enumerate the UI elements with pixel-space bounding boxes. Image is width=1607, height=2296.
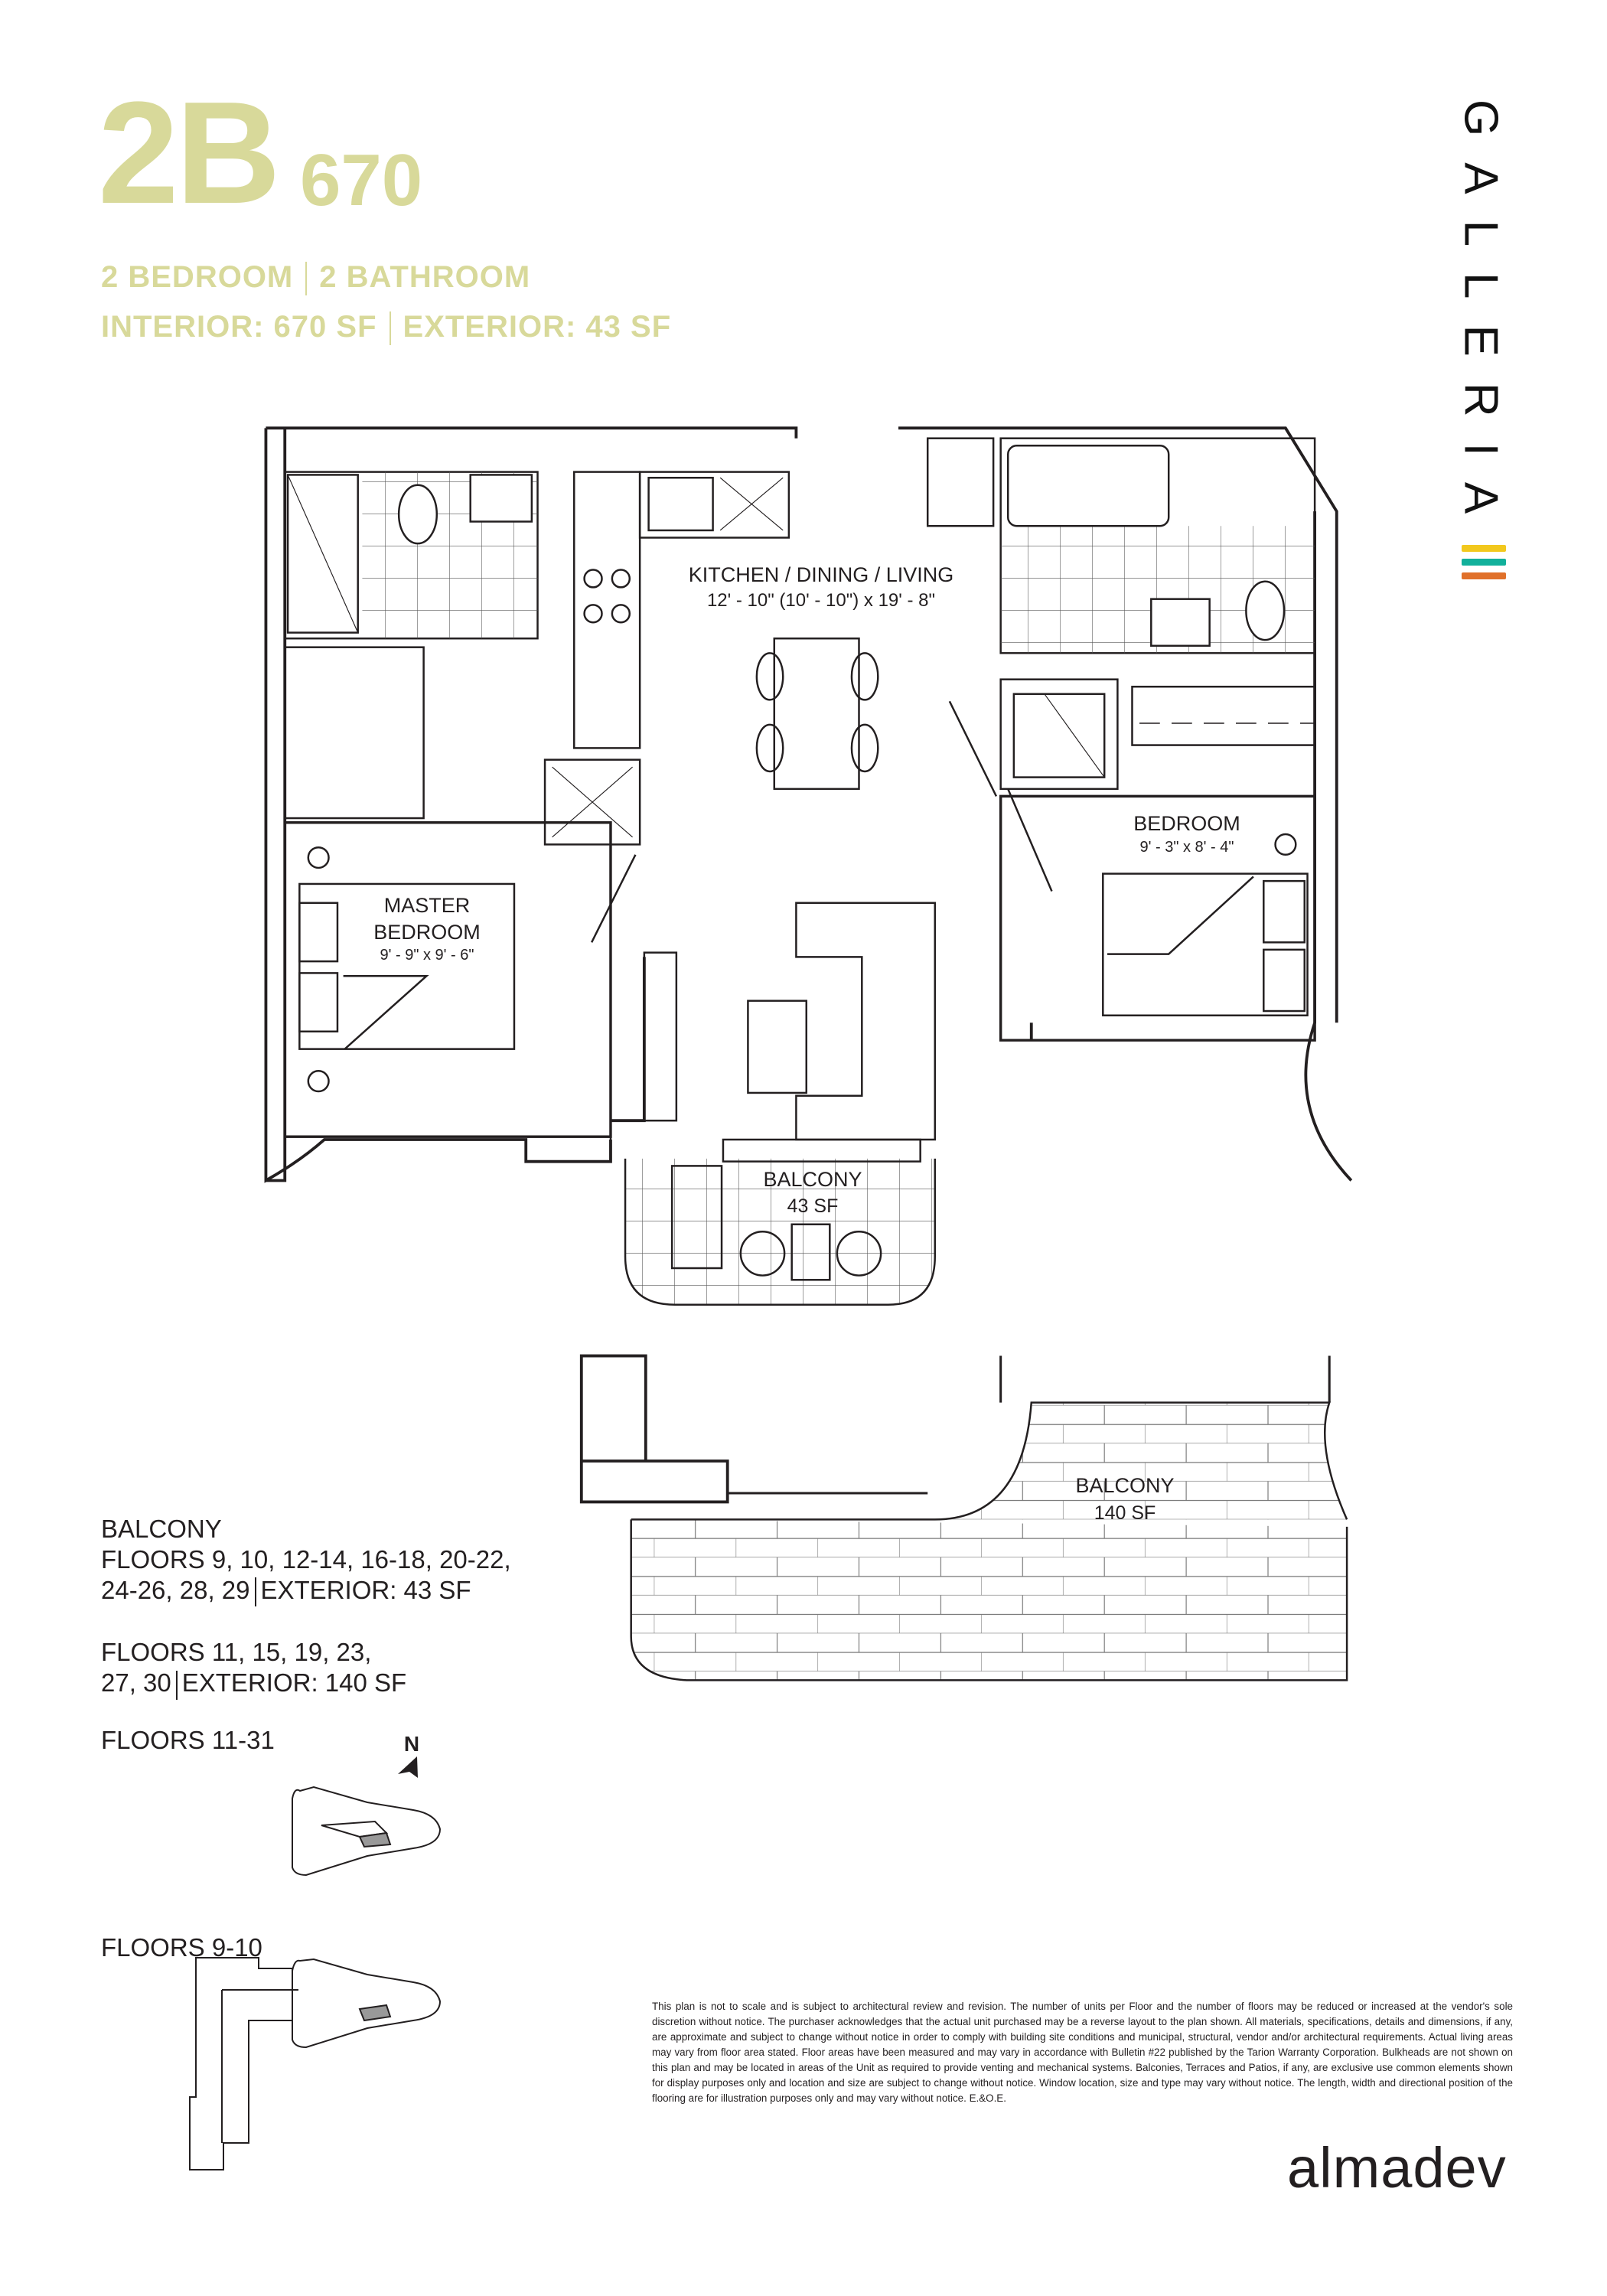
interior-area: INTERIOR: 670 SF <box>101 310 377 344</box>
master-label-2: BEDROOM <box>373 921 481 944</box>
logo-bar-yellow <box>1462 545 1506 552</box>
logo-bar-teal <box>1462 559 1506 566</box>
balcony-legend: BALCONY FLOORS 9, 10, 12-14, 16-18, 20-2… <box>101 1514 511 1700</box>
keyplan-upper-label: FLOORS 11-31 <box>101 1726 275 1754</box>
logo-bar-orange <box>1462 572 1506 579</box>
keyplan-lower <box>189 1957 442 2170</box>
almadev-logo: almadev <box>1287 2136 1507 2200</box>
bed <box>1102 872 1309 1016</box>
coffee-table <box>747 1000 808 1094</box>
keyplan-upper <box>292 1786 442 1877</box>
fridge <box>543 758 641 846</box>
master-dimensions: 9' - 9" x 9' - 6" <box>380 947 474 964</box>
disclaimer: This plan is not to scale and is subject… <box>652 2001 1513 2104</box>
sink <box>1150 598 1211 647</box>
master-label-1: MASTER <box>384 894 471 917</box>
sink <box>469 474 533 523</box>
bedroom-dimensions: 9' - 3" x 8' - 4" <box>1140 839 1234 856</box>
kitchen-counter <box>572 471 641 749</box>
legend-exterior: EXTERIOR: 140 SF <box>181 1668 407 1698</box>
divider <box>305 262 308 296</box>
toilet <box>1245 580 1286 641</box>
north-arrow: N <box>398 1732 419 1778</box>
balcony-small-area: 43 SF <box>787 1195 839 1217</box>
legend-line: FLOORS 9, 10, 12-14, 16-18, 20-22, <box>101 1545 511 1574</box>
kitchen-dimensions: 12' - 10" (10' - 10") x 19' - 8" <box>707 590 935 611</box>
bathtub <box>1006 445 1170 527</box>
galleria-wordmark: GALLERIA <box>1454 99 1508 540</box>
bathroom-count: 2 BATHROOM <box>319 260 531 294</box>
dining-table <box>773 637 860 791</box>
master-closet <box>284 646 425 820</box>
shower <box>286 474 359 634</box>
legend-exterior: EXTERIOR: 43 SF <box>260 1576 471 1604</box>
legend-floors: 27, 30 <box>101 1668 171 1698</box>
north-arrow-icon <box>398 1756 418 1778</box>
unit-rooms: 2 BEDROOM 2 BATHROOM <box>101 260 531 296</box>
balcony-large-area: 140 SF <box>1094 1502 1156 1524</box>
bedroom-label: BEDROOM <box>1133 812 1240 835</box>
galleria-logo: GALLERIA <box>1442 99 1519 540</box>
wardrobe <box>1131 685 1316 746</box>
keyplan-lower-label: FLOORS 9-10 <box>101 1933 262 1962</box>
master-bed <box>298 882 516 1050</box>
legend-floors: 24-26, 28, 29 <box>101 1576 250 1604</box>
divider <box>254 1577 256 1607</box>
kitchen-label: KITCHEN / DINING / LIVING <box>689 563 954 586</box>
north-label: N <box>404 1732 419 1756</box>
tv-unit <box>643 951 678 1122</box>
bedroom-closet <box>999 678 1119 791</box>
toilet <box>397 484 438 545</box>
balcony-large-label: BALCONY <box>1075 1474 1174 1497</box>
balcony-small-label: BALCONY <box>763 1168 862 1191</box>
divider <box>175 1670 178 1700</box>
balcony-large <box>630 1519 1348 1681</box>
exterior-area: EXTERIOR: 43 SF <box>403 310 672 344</box>
bedroom <box>999 794 1316 1042</box>
unit-code: 2B <box>98 72 281 234</box>
divider <box>389 311 391 346</box>
legend-title: BALCONY <box>101 1515 222 1543</box>
unit-areas: INTERIOR: 670 SF EXTERIOR: 43 SF <box>101 310 672 346</box>
planter <box>670 1165 723 1270</box>
balcony-wall <box>579 1354 729 1504</box>
sofa <box>795 902 937 1141</box>
unit-size: 670 <box>300 139 423 221</box>
bedroom-count: 2 BEDROOM <box>101 260 294 294</box>
legend-line: FLOORS 11, 15, 19, 23, <box>101 1638 372 1667</box>
master-bedroom <box>283 821 612 1138</box>
